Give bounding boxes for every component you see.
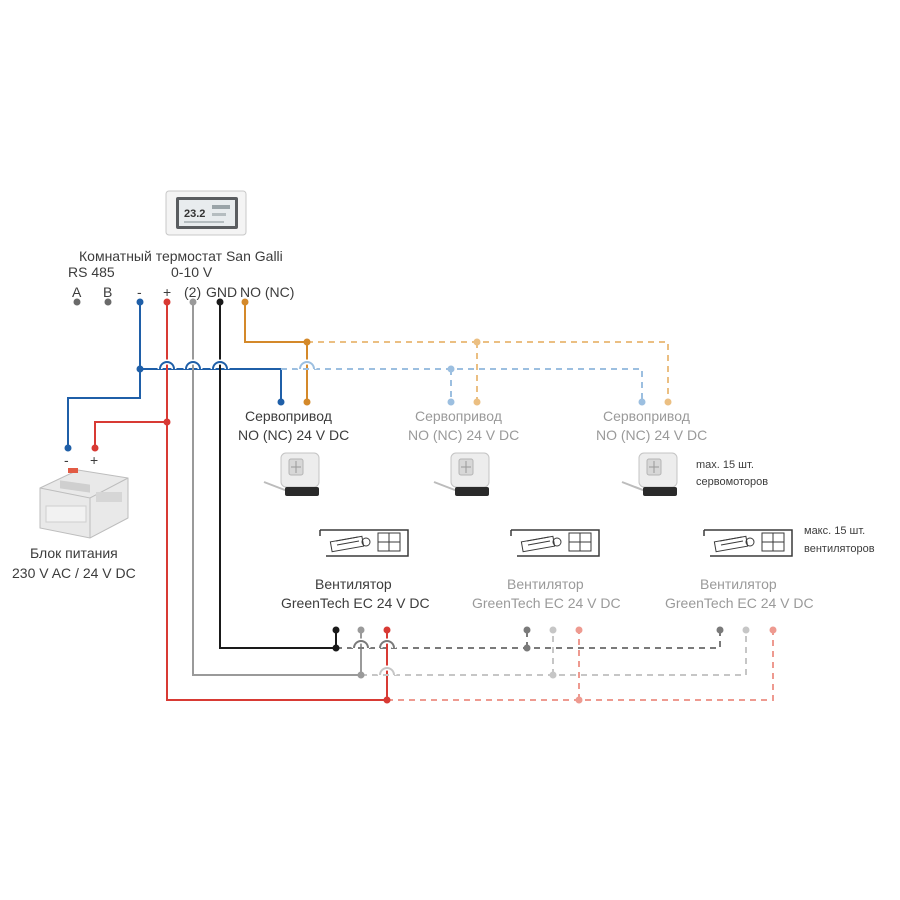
wire-orange-dashed <box>307 341 669 402</box>
fan-3-icon <box>703 529 793 557</box>
wires-solid <box>67 302 388 701</box>
psu-plus-label: + <box>90 452 98 468</box>
fan-note-line1: макс. 15 шт. <box>804 525 865 537</box>
terminal-minus-label: - <box>137 284 142 300</box>
servo-3-line1: Сервопривод <box>603 408 690 424</box>
fan-2-line1: Вентилятор <box>507 576 584 592</box>
wire-orange <box>244 302 308 402</box>
fan-2-icon <box>510 529 600 557</box>
v010-label: 0-10 V <box>171 264 213 280</box>
servo-1-icon <box>263 452 320 496</box>
terminal-nonc-label: NO (NC) <box>240 284 294 300</box>
fan-1: Вентилятор GreenTech EC 24 V DC <box>281 529 430 611</box>
psu-minus-label: - <box>64 452 69 468</box>
terminal-b-label: B <box>103 284 112 300</box>
servo-3: Сервопривод NO (NC) 24 V DC <box>596 408 707 496</box>
servo-note-line1: max. 15 шт. <box>696 459 754 471</box>
servo-3-icon <box>621 452 678 496</box>
thermostat-device: 23.2 <box>165 190 247 236</box>
terminal-2-label: (2) <box>184 284 201 300</box>
psu-label-line1: Блок питания <box>30 545 118 561</box>
psu-label-line2: 230 V AC / 24 V DC <box>12 565 136 581</box>
thermostat-title: Комнатный термостат San Galli <box>79 248 283 264</box>
servo-2-icon <box>433 452 490 496</box>
power-supply-device: - + <box>39 452 129 539</box>
thermostat-display-value: 23.2 <box>184 208 205 220</box>
fan-2-line2: GreenTech EC 24 V DC <box>472 595 621 611</box>
terminal-plus-label: + <box>163 284 171 300</box>
servo-1-line1: Сервопривод <box>245 408 332 424</box>
terminal-gnd-label: GND <box>206 284 237 300</box>
fan-2: Вентилятор GreenTech EC 24 V DC <box>472 529 621 611</box>
wire-blue-dashed <box>281 368 643 402</box>
servo-3-line2: NO (NC) 24 V DC <box>596 427 707 443</box>
wire-red <box>94 302 388 701</box>
servo-note-line2: сервомоторов <box>696 476 768 488</box>
wire-black <box>219 302 337 649</box>
terminal-a-label: A <box>72 284 82 300</box>
fan-3: Вентилятор GreenTech EC 24 V DC <box>665 529 814 611</box>
servo-1-line2: NO (NC) 24 V DC <box>238 427 349 443</box>
servo-2-line1: Сервопривод <box>415 408 502 424</box>
fan-3-line1: Вентилятор <box>700 576 777 592</box>
wire-grey-dashed <box>361 630 747 676</box>
fan-1-line2: GreenTech EC 24 V DC <box>281 595 430 611</box>
fan-note-line2: вентиляторов <box>804 543 875 555</box>
wire-grey <box>192 302 362 676</box>
servo-2-line2: NO (NC) 24 V DC <box>408 427 519 443</box>
servo-2: Сервопривод NO (NC) 24 V DC <box>408 408 519 496</box>
servo-1: Сервопривод NO (NC) 24 V DC <box>238 408 349 496</box>
wire-red-dashed <box>387 630 774 701</box>
fan-1-line1: Вентилятор <box>315 576 392 592</box>
fan-3-line2: GreenTech EC 24 V DC <box>665 595 814 611</box>
terminal-dots <box>64 298 777 704</box>
fan-1-icon <box>319 529 409 557</box>
wire-crossings <box>157 359 397 676</box>
rs485-label: RS 485 <box>68 264 115 280</box>
